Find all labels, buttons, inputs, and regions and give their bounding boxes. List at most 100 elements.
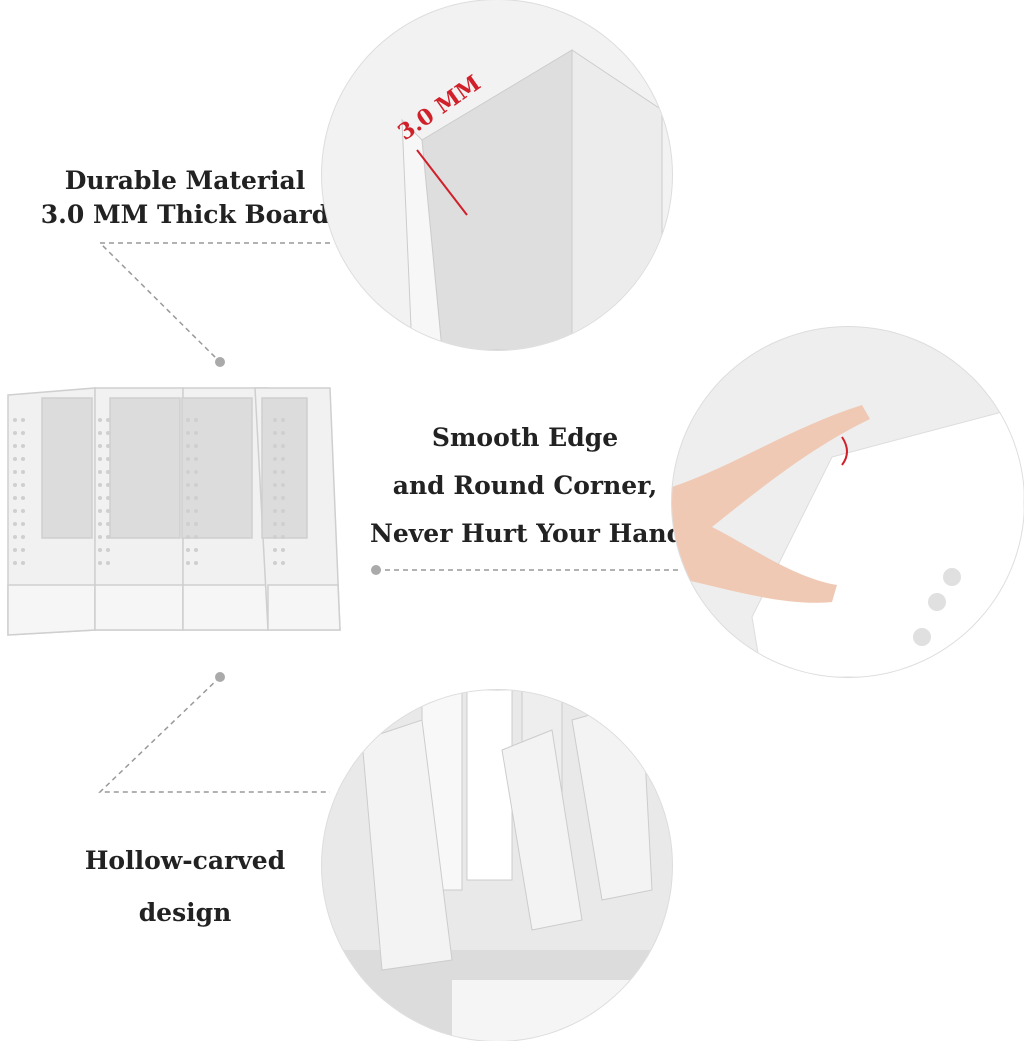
perforation-hole — [98, 548, 102, 552]
caption-line: Durable Material — [64, 166, 306, 195]
perforation-hole — [98, 470, 102, 474]
perforation-hole — [281, 457, 285, 461]
perforation-hole — [106, 522, 110, 526]
perforation-hole — [21, 509, 25, 513]
perforation-hole — [281, 561, 285, 565]
perforation-hole — [21, 561, 25, 565]
perforation-hole — [21, 548, 25, 552]
perforation-hole — [21, 470, 25, 474]
perforation-hole — [98, 444, 102, 448]
perforation-hole — [13, 483, 17, 487]
connector-thickness — [98, 242, 330, 363]
perforation-hole — [281, 483, 285, 487]
perforation-hole — [21, 535, 25, 539]
perforation-hole — [106, 418, 110, 422]
perforation-hole — [98, 509, 102, 513]
perforation-hole — [106, 509, 110, 513]
perforation-hole — [186, 431, 190, 435]
perforation-hole — [194, 561, 198, 565]
perforation-hole — [106, 431, 110, 435]
perforation-hole — [281, 548, 285, 552]
perforation-hole — [98, 522, 102, 526]
perforation-hole — [273, 431, 277, 435]
perforation-hole — [273, 509, 277, 513]
connector-dot — [215, 672, 225, 682]
perforation-hole — [281, 431, 285, 435]
hollow-design-closeup-image — [322, 690, 672, 1041]
perforation-hole — [13, 496, 17, 500]
perforation-hole — [194, 483, 198, 487]
perforation-hole — [273, 548, 277, 552]
perforation-hole — [281, 496, 285, 500]
perforation-hole — [106, 535, 110, 539]
connector-hollow — [98, 676, 330, 793]
perforation-hole — [281, 509, 285, 513]
perforation-hole — [98, 431, 102, 435]
perforation-hole — [194, 418, 198, 422]
perforation-hole — [106, 444, 110, 448]
perforation-hole — [106, 457, 110, 461]
smooth-edge-closeup-image — [672, 327, 1024, 677]
caption-line: Smooth Edge — [431, 423, 619, 452]
caption-line: and Round Corner, — [392, 471, 658, 500]
perforation-hole — [21, 457, 25, 461]
perforation-hole — [273, 535, 277, 539]
organizer-slot — [254, 387, 341, 631]
perforation-hole — [13, 561, 17, 565]
perforation-hole — [21, 418, 25, 422]
connector-dot — [215, 357, 225, 367]
perforation-hole — [186, 457, 190, 461]
perforation-hole — [273, 561, 277, 565]
perforation-hole — [186, 483, 190, 487]
perforation-hole — [21, 496, 25, 500]
perforation-hole — [98, 561, 102, 565]
perforation-hole — [194, 509, 198, 513]
perforation-hole — [98, 535, 102, 539]
perforation-hole — [281, 522, 285, 526]
perforation-hole — [13, 522, 17, 526]
perforation-hole — [106, 496, 110, 500]
thickness-closeup-image: 3.0 MM — [322, 0, 672, 350]
perforation-hole — [21, 483, 25, 487]
perforation-hole — [186, 535, 190, 539]
perforation-hole — [194, 548, 198, 552]
caption-hollow-carved: Hollow-carved design — [40, 835, 330, 939]
perforation-hole — [13, 548, 17, 552]
perforation-hole — [281, 444, 285, 448]
perforation-hole — [194, 522, 198, 526]
perforation-hole — [194, 535, 198, 539]
organizer-slot — [94, 387, 184, 631]
caption-line: Never Hurt Your Hand — [370, 519, 685, 548]
perforation-hole — [186, 522, 190, 526]
perforation-hole — [194, 470, 198, 474]
perforation-hole — [186, 418, 190, 422]
perforation-hole — [186, 496, 190, 500]
perforation-hole — [186, 561, 190, 565]
perforation-hole — [194, 431, 198, 435]
perforation-hole — [98, 418, 102, 422]
perforation-hole — [186, 509, 190, 513]
caption-line: 3.0 MM Thick Board — [40, 200, 330, 229]
perforation-hole — [186, 470, 190, 474]
perforation-hole — [194, 444, 198, 448]
perforation-hole — [13, 509, 17, 513]
connector-dot — [371, 565, 381, 575]
perforation-hole — [273, 522, 277, 526]
perforation-hole — [186, 548, 190, 552]
caption-line: design — [138, 898, 232, 927]
perforation-hole — [106, 561, 110, 565]
perforation-hole — [281, 535, 285, 539]
perforation-hole — [106, 548, 110, 552]
perforation-hole — [273, 457, 277, 461]
organizer-slot — [181, 387, 269, 631]
perforation-hole — [194, 496, 198, 500]
perforation-hole — [13, 457, 17, 461]
perforation-hole — [106, 470, 110, 474]
caption-durable-material: Durable Material 3.0 MM Thick Board — [40, 164, 330, 232]
perforation-hole — [273, 483, 277, 487]
perforation-hole — [194, 457, 198, 461]
perforation-hole — [281, 470, 285, 474]
